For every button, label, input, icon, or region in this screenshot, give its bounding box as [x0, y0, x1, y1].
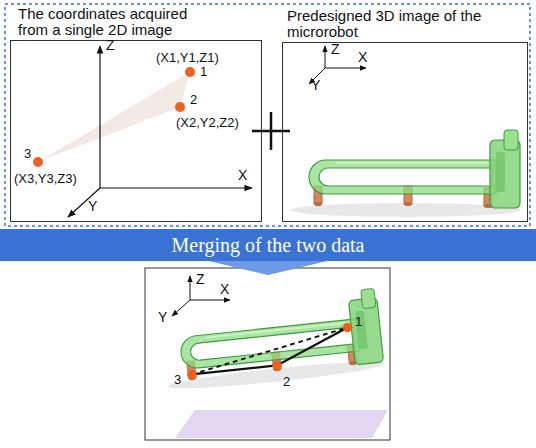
coordinate-label: (X2,Y2,Z2) [176, 115, 239, 130]
merge-banner: Merging of the two data [0, 229, 536, 275]
panel-heading: The coordinates acquired from a single 2… [18, 6, 218, 38]
callout-number: 3 [174, 372, 181, 387]
callout-number: 3 [24, 146, 31, 161]
callout-number: 2 [190, 92, 197, 107]
coordinate-label: (X3,Y3,Z3) [14, 171, 77, 186]
callout-number: 1 [355, 314, 362, 329]
coordinate-label: (X1,Y1,Z1) [156, 50, 219, 65]
axis-label: X [358, 50, 367, 65]
image-panel: The coordinates acquired from a single 2… [10, 40, 262, 222]
axis-label: Z [196, 272, 205, 287]
panel-heading: Predesigned 3D image of the microrobot [287, 8, 487, 40]
callout-number: 2 [283, 374, 290, 389]
axis-label: X [238, 168, 247, 183]
banner-title: Merging of the two data [0, 234, 536, 256]
model-panel: Predesigned 3D image of the microrobot [282, 42, 528, 222]
axis-label: Y [311, 78, 320, 93]
axis-label: Y [158, 310, 167, 325]
axis-label: X [220, 282, 229, 297]
axis-label: Z [331, 42, 340, 57]
axis-label: Z [106, 38, 115, 53]
axis-label: Y [88, 199, 97, 214]
callout-number: 1 [200, 64, 207, 79]
